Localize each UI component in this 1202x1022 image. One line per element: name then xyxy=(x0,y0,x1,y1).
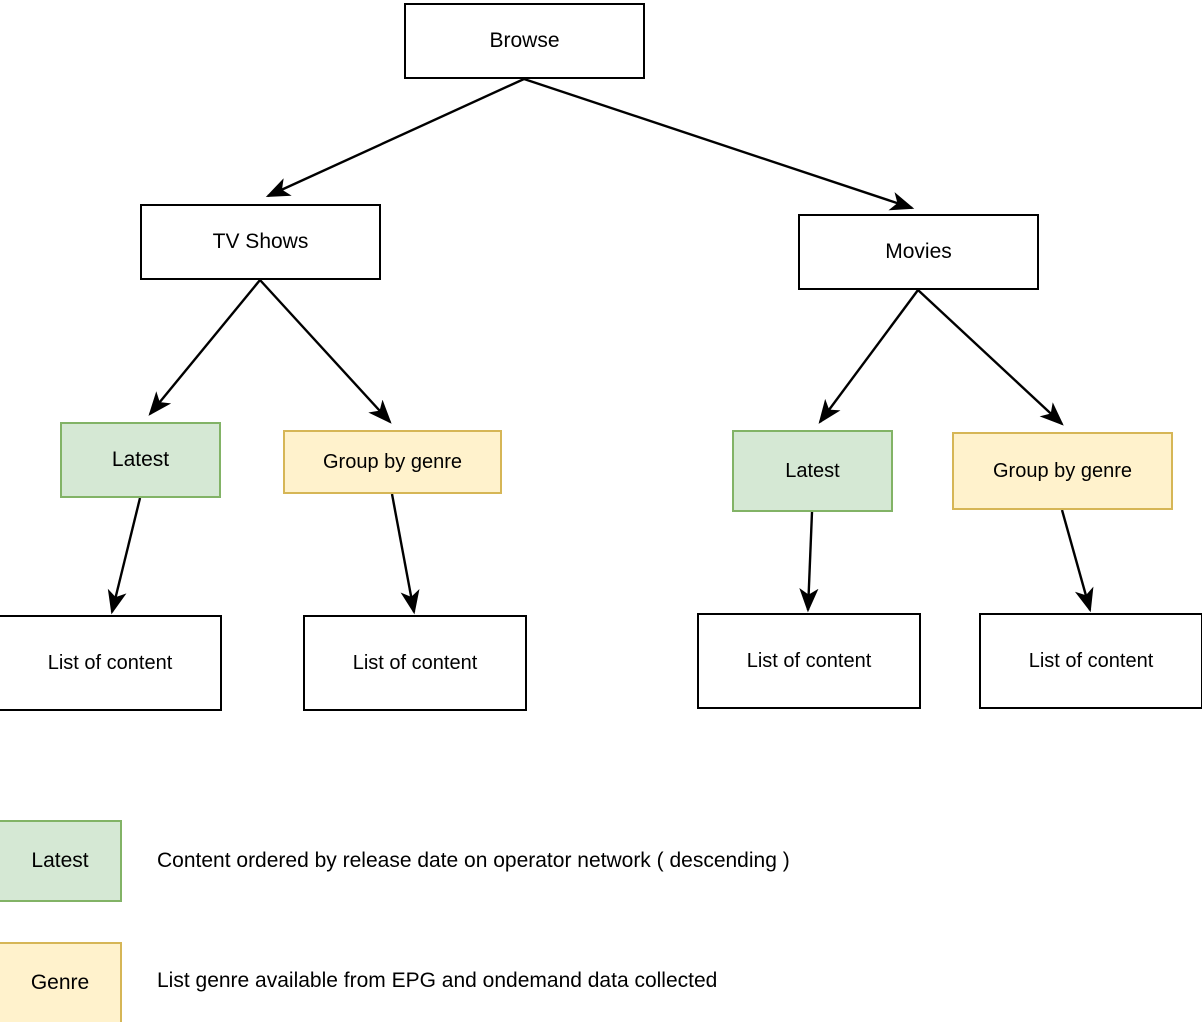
edge-tv-genre-to-list xyxy=(390,493,420,615)
edge-tv-shows-to-genre xyxy=(259,279,392,424)
node-tv-shows[interactable]: TV Shows xyxy=(140,204,381,280)
node-list-of-content-tv-latest[interactable]: List of content xyxy=(0,615,222,711)
edge-movies-genre-to-list xyxy=(1060,509,1094,613)
edge-browse-to-tv-shows xyxy=(265,77,525,198)
node-browse-label: Browse xyxy=(489,28,560,52)
node-tv-latest-label: Latest xyxy=(111,447,170,471)
legend-swatch-latest-label: Latest xyxy=(31,849,89,872)
node-movies-group-by-genre-label: Group by genre xyxy=(993,459,1132,482)
node-list-of-content-movies-genre[interactable]: List of content xyxy=(979,613,1202,709)
edge-movies-to-genre xyxy=(917,289,1064,426)
edge-tv-shows-to-latest xyxy=(148,279,261,416)
node-list-of-content-tv-latest-label: List of content xyxy=(47,651,173,674)
node-list-of-content-movies-latest-label: List of content xyxy=(746,649,872,672)
node-movies-group-by-genre[interactable]: Group by genre xyxy=(952,432,1173,510)
node-tv-group-by-genre-label: Group by genre xyxy=(323,450,462,473)
node-tv-group-by-genre[interactable]: Group by genre xyxy=(283,430,502,494)
edge-tv-latest-to-list xyxy=(107,497,142,615)
node-list-of-content-tv-genre[interactable]: List of content xyxy=(303,615,527,711)
legend-description-genre: List genre available from EPG and ondema… xyxy=(157,969,718,992)
node-movies-latest-label: Latest xyxy=(785,459,840,482)
node-list-of-content-movies-genre-label: List of content xyxy=(1028,649,1154,672)
node-movies-label: Movies xyxy=(885,239,952,263)
legend-description-latest: Content ordered by release date on opera… xyxy=(157,849,790,872)
legend-swatch-genre-label: Genre xyxy=(30,971,90,994)
edge-movies-to-latest xyxy=(818,289,919,424)
edge-movies-latest-to-list xyxy=(799,511,819,613)
node-tv-shows-label: TV Shows xyxy=(212,229,309,253)
edge-browse-to-movies xyxy=(523,77,915,211)
node-list-of-content-movies-latest[interactable]: List of content xyxy=(697,613,921,709)
node-movies[interactable]: Movies xyxy=(798,214,1039,290)
node-browse[interactable]: Browse xyxy=(404,3,645,79)
node-tv-latest[interactable]: Latest xyxy=(60,422,221,498)
legend-swatch-latest: Latest xyxy=(0,820,122,902)
node-list-of-content-tv-genre-label: List of content xyxy=(352,651,478,674)
legend-swatch-genre: Genre xyxy=(0,942,122,1022)
node-movies-latest[interactable]: Latest xyxy=(732,430,893,512)
